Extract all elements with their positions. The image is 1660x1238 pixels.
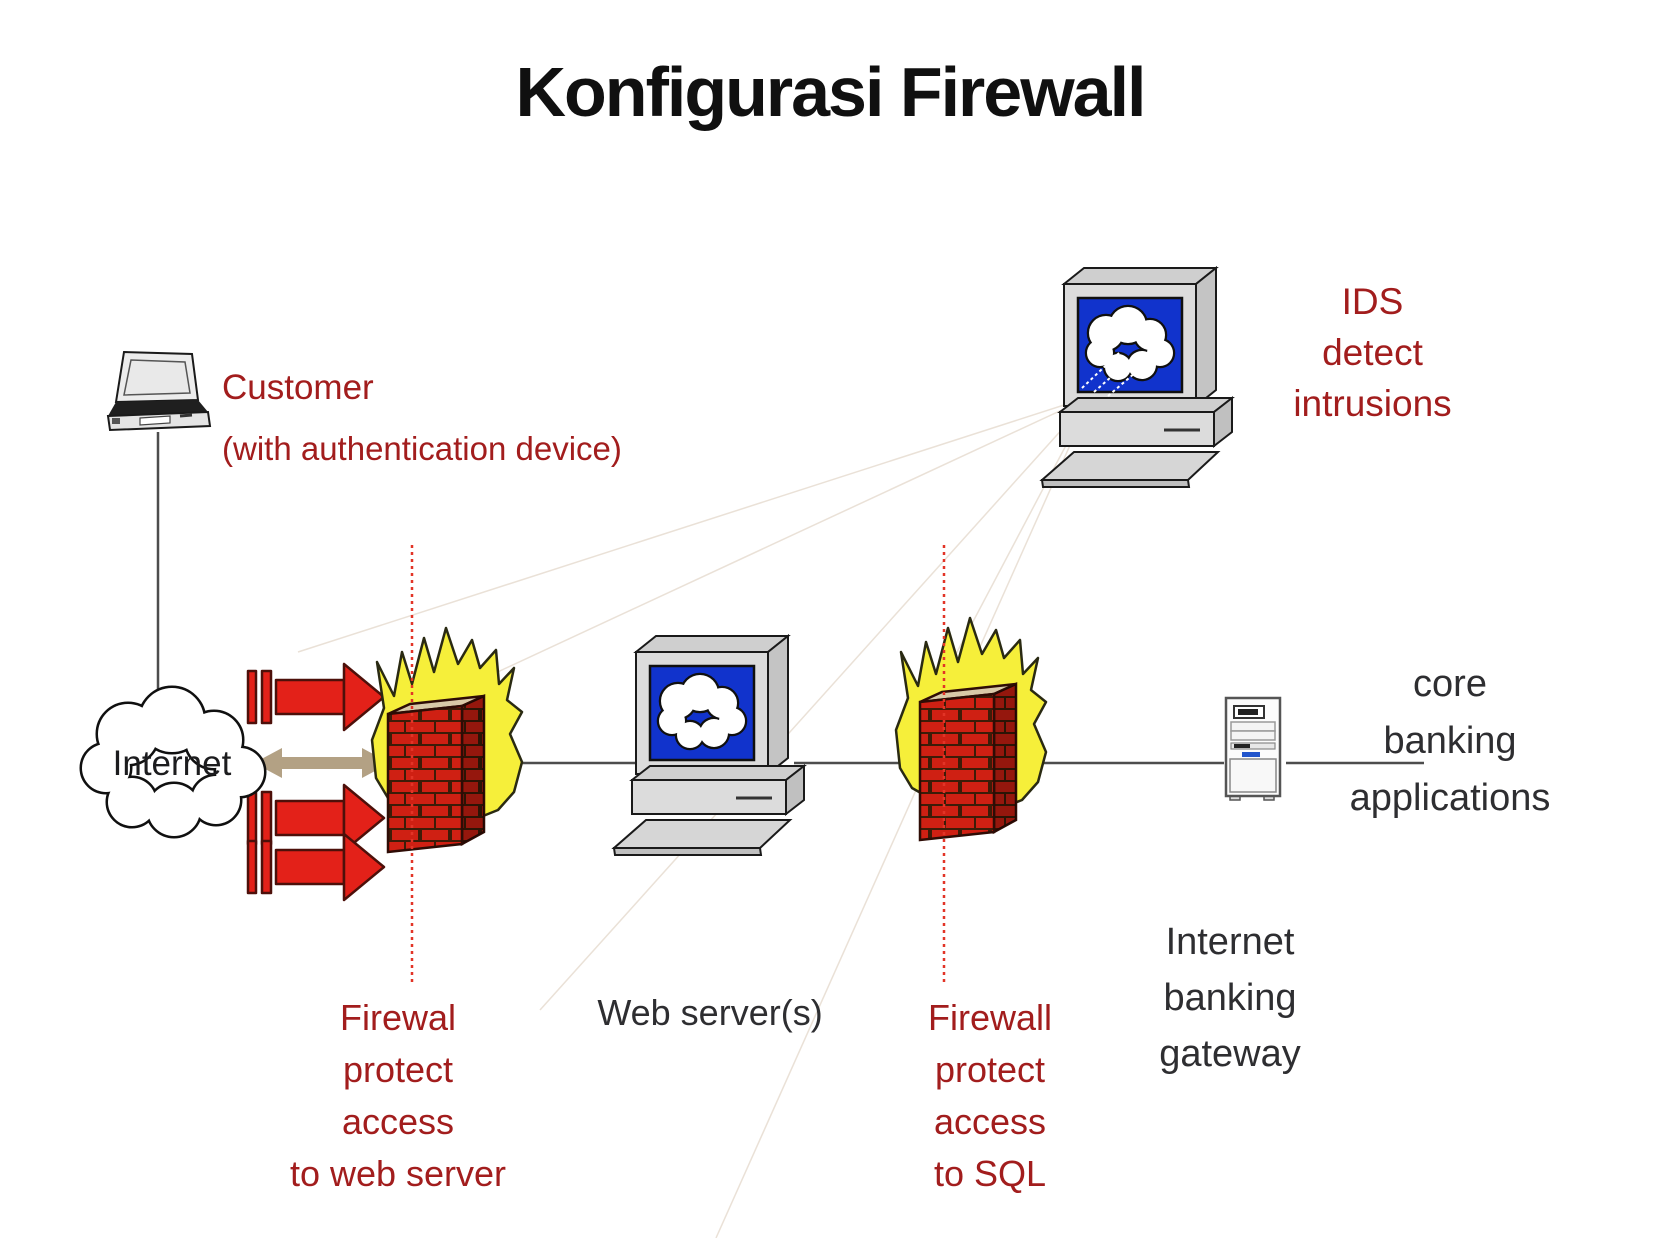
firewall2-label: Firewall protect access to SQL: [927, 997, 1052, 1194]
customer-laptop-icon: [106, 350, 212, 432]
page-title: Konfigurasi Firewall: [515, 53, 1147, 131]
core-banking-label: core banking applications: [1349, 663, 1551, 819]
web-server-icon: [614, 636, 804, 855]
ids-label: IDS detect intrusions: [1293, 281, 1452, 424]
firewall-2-icon: [894, 616, 1048, 842]
ids-computer-icon: [1042, 268, 1232, 487]
attack-arrow-3: [246, 832, 386, 902]
web-server-label: Web server(s): [597, 992, 823, 1033]
internet-cloud-icon: [79, 685, 267, 839]
gateway-server-icon: [1224, 696, 1282, 801]
ids-screen-scan-lines: [1081, 351, 1137, 397]
internet-label: Internet: [112, 744, 232, 783]
ids-monitoring-rays: [297, 395, 1093, 1238]
customer-label: Customer: [222, 368, 374, 407]
internet-banking-gateway-label: Internet banking gateway: [1159, 921, 1301, 1075]
firewall1-label: Firewal protect access to web server: [289, 997, 507, 1194]
two-way-traffic-arrow: [254, 748, 390, 778]
customer-sublabel: (with authentication device): [222, 430, 622, 467]
firewall-1-icon: [370, 626, 524, 854]
attack-arrow-1: [246, 662, 386, 732]
